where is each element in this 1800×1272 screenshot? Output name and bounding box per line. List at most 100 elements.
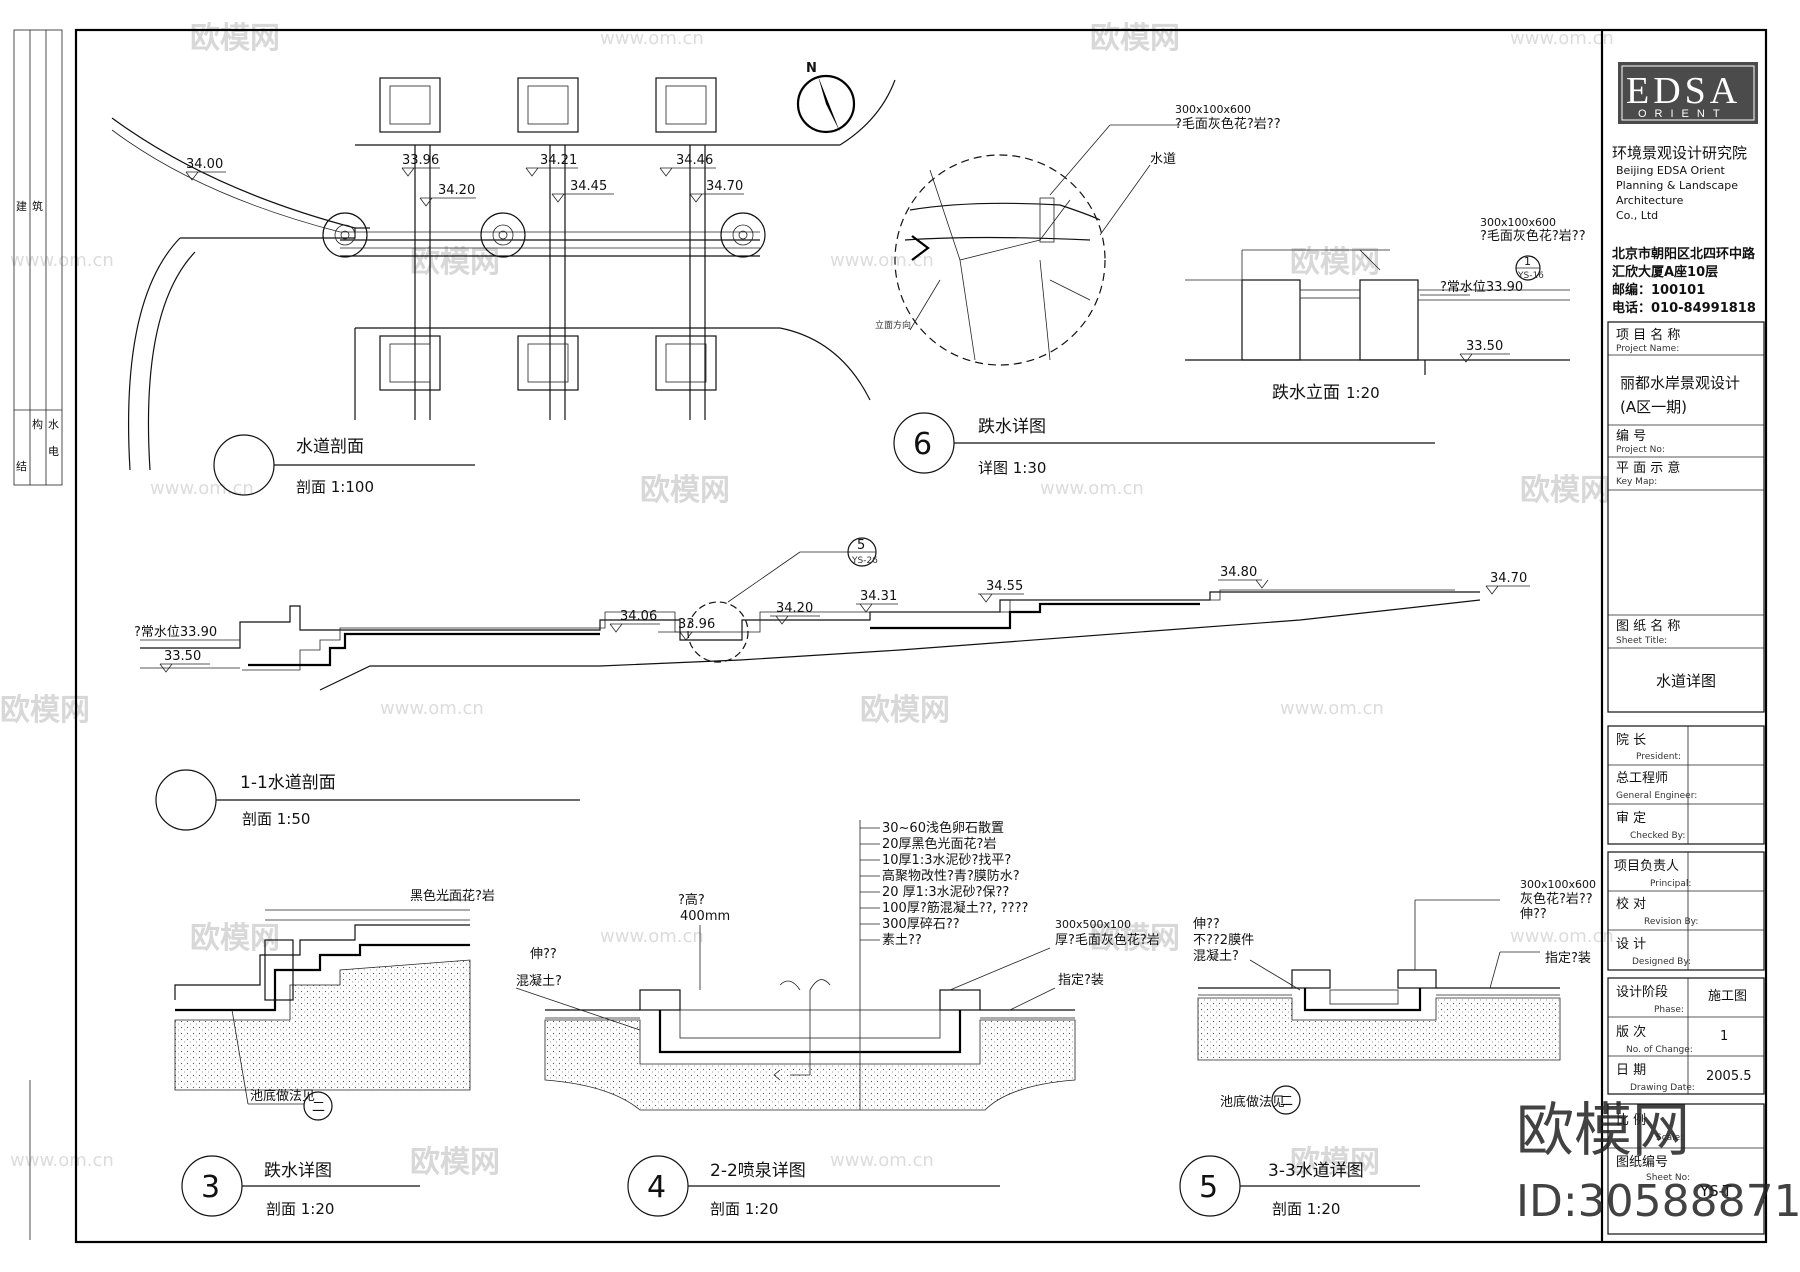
elev-scale: 1:20	[1346, 384, 1380, 402]
detail-5: 300x100x600 灰色花?岩?? 伸?? 伸?? 不??2膜件 混凝土? …	[1179, 878, 1596, 1218]
info-label-en: No. of Change:	[1626, 1045, 1693, 1055]
strip-label: 建	[16, 199, 27, 213]
detail4-scale: 剖面 1:20	[710, 1200, 778, 1218]
section-elevation: 34.70	[1490, 571, 1527, 586]
postcode: 邮编：100101	[1612, 282, 1705, 298]
detail5-ref: 二	[1280, 1094, 1293, 1109]
sign-label: 审 定	[1616, 811, 1646, 826]
info-label: 比 例	[1616, 1113, 1646, 1128]
detail4-layer: 20厚黑色光面花?岩	[882, 836, 996, 852]
detail4-label: 伸??	[530, 947, 557, 962]
fall-elevation: 1 YS-16 300x100x600 ?毛面灰色花?岩?? ?常水位33.90…	[1185, 216, 1586, 403]
watermark: www.om.cn	[830, 1150, 934, 1171]
institute-en: Planning & Landscape	[1616, 179, 1738, 192]
watermark: 欧模网	[190, 21, 280, 56]
detail3-num: 3	[201, 1170, 220, 1205]
watermark: www.om.cn	[600, 926, 704, 947]
detail5-label: 池底做法见	[1220, 1094, 1285, 1110]
detail5-scale: 剖面 1:20	[1272, 1200, 1340, 1218]
info-label: 图纸编号	[1616, 1155, 1668, 1170]
watermark: 欧模网	[410, 1145, 500, 1180]
info-label: 设计阶段	[1616, 985, 1668, 1000]
info-label: 版 次	[1616, 1024, 1646, 1040]
detail5-label: 灰色花?岩??	[1520, 891, 1593, 907]
strip-label: 水	[48, 418, 59, 431]
plan-scale: 剖面 1:100	[296, 478, 374, 496]
sign-label: 设 计	[1616, 937, 1646, 952]
plan-elevation: 33.96	[402, 153, 439, 168]
sheet-number: YS-T	[1699, 1182, 1733, 1200]
detail3-label: 池底做法见	[250, 1088, 315, 1104]
plan-elevation: 34.45	[570, 179, 607, 194]
section-elevation: 34.06	[620, 609, 657, 624]
watermark: 欧模网	[1090, 921, 1180, 956]
watermark: www.om.cn	[10, 1150, 114, 1171]
section-elevation: 34.31	[860, 589, 897, 604]
logo-sub: ORIENT	[1638, 108, 1728, 120]
sign-label: 总工程师	[1616, 771, 1668, 786]
section-callout: YS-26	[851, 556, 878, 566]
sign-label-en: Designed By:	[1632, 957, 1691, 967]
plan-elevation: 34.46	[676, 153, 713, 168]
telephone: 电话：010-84991818	[1612, 300, 1756, 316]
detail4-label: 400mm	[680, 909, 730, 924]
elev-label: 300x100x600	[1480, 216, 1556, 229]
overlay-watermark: 欧模网 ID:30588871	[1516, 1096, 1800, 1227]
detail6-label: 300x100x600	[1175, 103, 1251, 116]
watermark: 欧模网	[410, 245, 500, 280]
detail4-num: 4	[647, 1170, 666, 1205]
sheet-title: 水道详图	[1656, 672, 1716, 690]
detail4-title: 2-2喷泉详图	[710, 1161, 806, 1181]
strip-label: 筑	[32, 199, 43, 213]
detail4-layer: 100厚?筋混凝土??, ????	[882, 900, 1028, 916]
detail4-layer: 20 厚1:3水泥砂?保??	[882, 885, 1009, 900]
left-strip: 建 筑 结 构 水 电	[13, 29, 63, 1240]
detail5-num: 5	[1199, 1170, 1218, 1205]
section-elevation: 33.96	[678, 617, 715, 632]
field-label: 图 纸 名 称	[1616, 618, 1680, 634]
section-title: 1-1水道剖面	[240, 773, 336, 793]
sign-label-en: General Engineer:	[1616, 791, 1697, 801]
version-value: 1	[1720, 1029, 1728, 1044]
detail5-label: 混凝土?	[1193, 948, 1239, 964]
watermark: www.om.cn	[380, 698, 484, 719]
strip-label: 电	[48, 445, 59, 458]
watermark: www.om.cn	[830, 250, 934, 271]
detail-6: 300x100x600 ?毛面灰色花?岩?? 水道 立面方向 6 跌水详图 详图…	[875, 103, 1435, 477]
sign-label-en: Checked By:	[1630, 831, 1685, 841]
detail5-label: 不??2膜件	[1193, 933, 1254, 948]
plan-elevation: 34.00	[186, 157, 223, 172]
institute-en: Co., Ltd	[1616, 209, 1658, 222]
detail4-layer: 30~60浅色卵石散置	[882, 820, 1004, 836]
detail4-layer: 素土??	[882, 933, 922, 948]
section-level: ?常水位33.90	[134, 625, 217, 640]
detail3-label: 黑色光面花?岩	[410, 888, 495, 904]
detail6-title: 跌水详图	[978, 417, 1046, 437]
plan-elevation: 34.70	[706, 179, 743, 194]
detail4-label: 混凝土?	[516, 973, 562, 989]
plan-elevation: 34.20	[438, 183, 475, 198]
detail4-label: ?高?	[678, 892, 705, 908]
detail3-title: 跌水详图	[264, 1161, 332, 1181]
strip-label: 结	[16, 460, 27, 473]
detail4-layer: 高聚物改性?青?膜防水?	[882, 868, 1020, 884]
watermark: 欧模网	[640, 473, 730, 508]
sign-label-en: Principal:	[1650, 879, 1691, 889]
sign-label: 院 长	[1616, 733, 1646, 748]
detail5-label: 伸??	[1520, 907, 1547, 922]
plan-elevation: 34.21	[540, 153, 577, 168]
detail4-layer: 300厚碎石??	[882, 917, 960, 932]
watermark-id: ID:30588871	[1516, 1176, 1800, 1227]
field-label-en: Sheet Title:	[1616, 636, 1667, 646]
info-label-en: Scale:	[1656, 1133, 1683, 1143]
watermark: 欧模网	[190, 921, 280, 956]
logo-main: EDSA	[1626, 70, 1741, 112]
detail6-scale: 详图 1:30	[978, 459, 1046, 477]
sign-label: 校 对	[1616, 896, 1646, 912]
watermark: www.om.cn	[600, 28, 704, 49]
watermark: www.om.cn	[1510, 28, 1614, 49]
info-label-en: Phase:	[1654, 1005, 1684, 1015]
detail5-title: 3-3水道详图	[1268, 1161, 1364, 1181]
sign-label: 项目负责人	[1614, 859, 1679, 874]
